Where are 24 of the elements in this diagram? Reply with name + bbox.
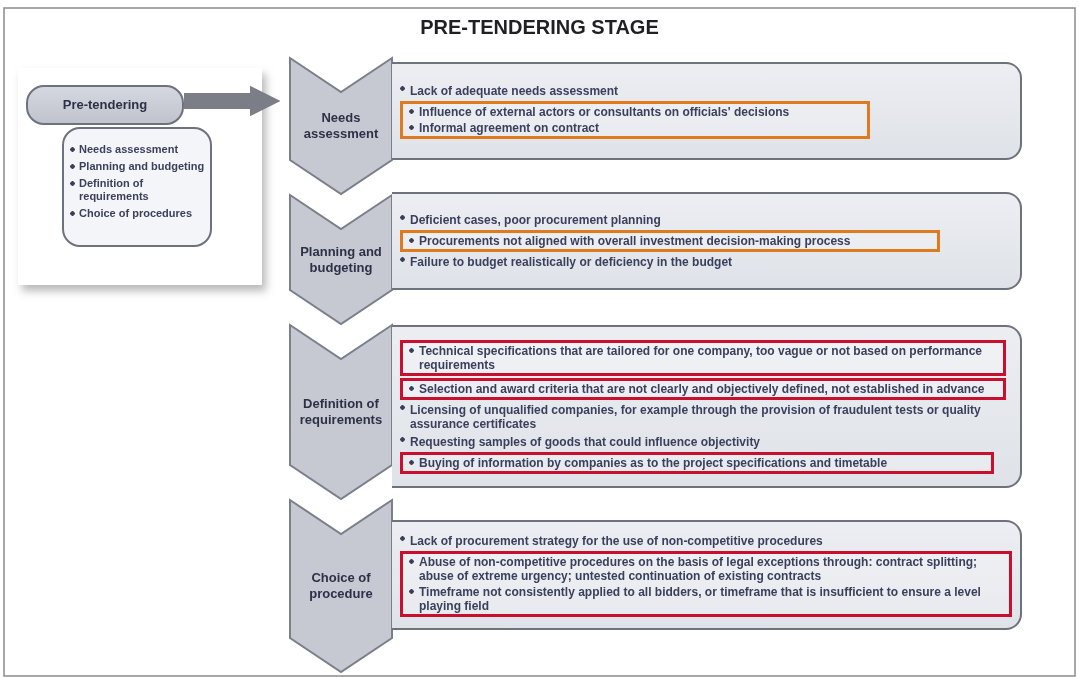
highlight-frame bbox=[400, 377, 1006, 400]
stage-label: Planning and budgeting bbox=[299, 243, 383, 276]
diagram-title: PRE-TENDERING STAGE bbox=[419, 16, 660, 39]
highlight-frame bbox=[400, 339, 1006, 376]
risk-panel bbox=[392, 62, 1022, 160]
risk-panel bbox=[392, 325, 1022, 488]
highlight-frame bbox=[400, 551, 1012, 617]
arrow bbox=[184, 85, 281, 117]
risk-panel bbox=[392, 520, 1022, 630]
risk-panel bbox=[392, 192, 1022, 290]
highlight-frame bbox=[400, 230, 940, 252]
stage-label: Needs assessment bbox=[302, 110, 380, 142]
stage-label: Definition of requirements bbox=[298, 396, 384, 428]
stage-tab bbox=[290, 500, 392, 672]
stage-heading: Pre-tendering bbox=[61, 97, 149, 113]
stage-list-box bbox=[62, 127, 212, 247]
stage-tab bbox=[290, 325, 392, 499]
highlight-frame bbox=[400, 101, 870, 139]
stage-heading-box bbox=[26, 85, 184, 125]
stage-tab bbox=[290, 195, 392, 324]
stage-tab bbox=[290, 58, 392, 194]
list-item: Planning and budgeting bbox=[70, 160, 206, 173]
stage-label: Choice of procedure bbox=[308, 570, 374, 602]
highlight-frame bbox=[400, 451, 994, 474]
